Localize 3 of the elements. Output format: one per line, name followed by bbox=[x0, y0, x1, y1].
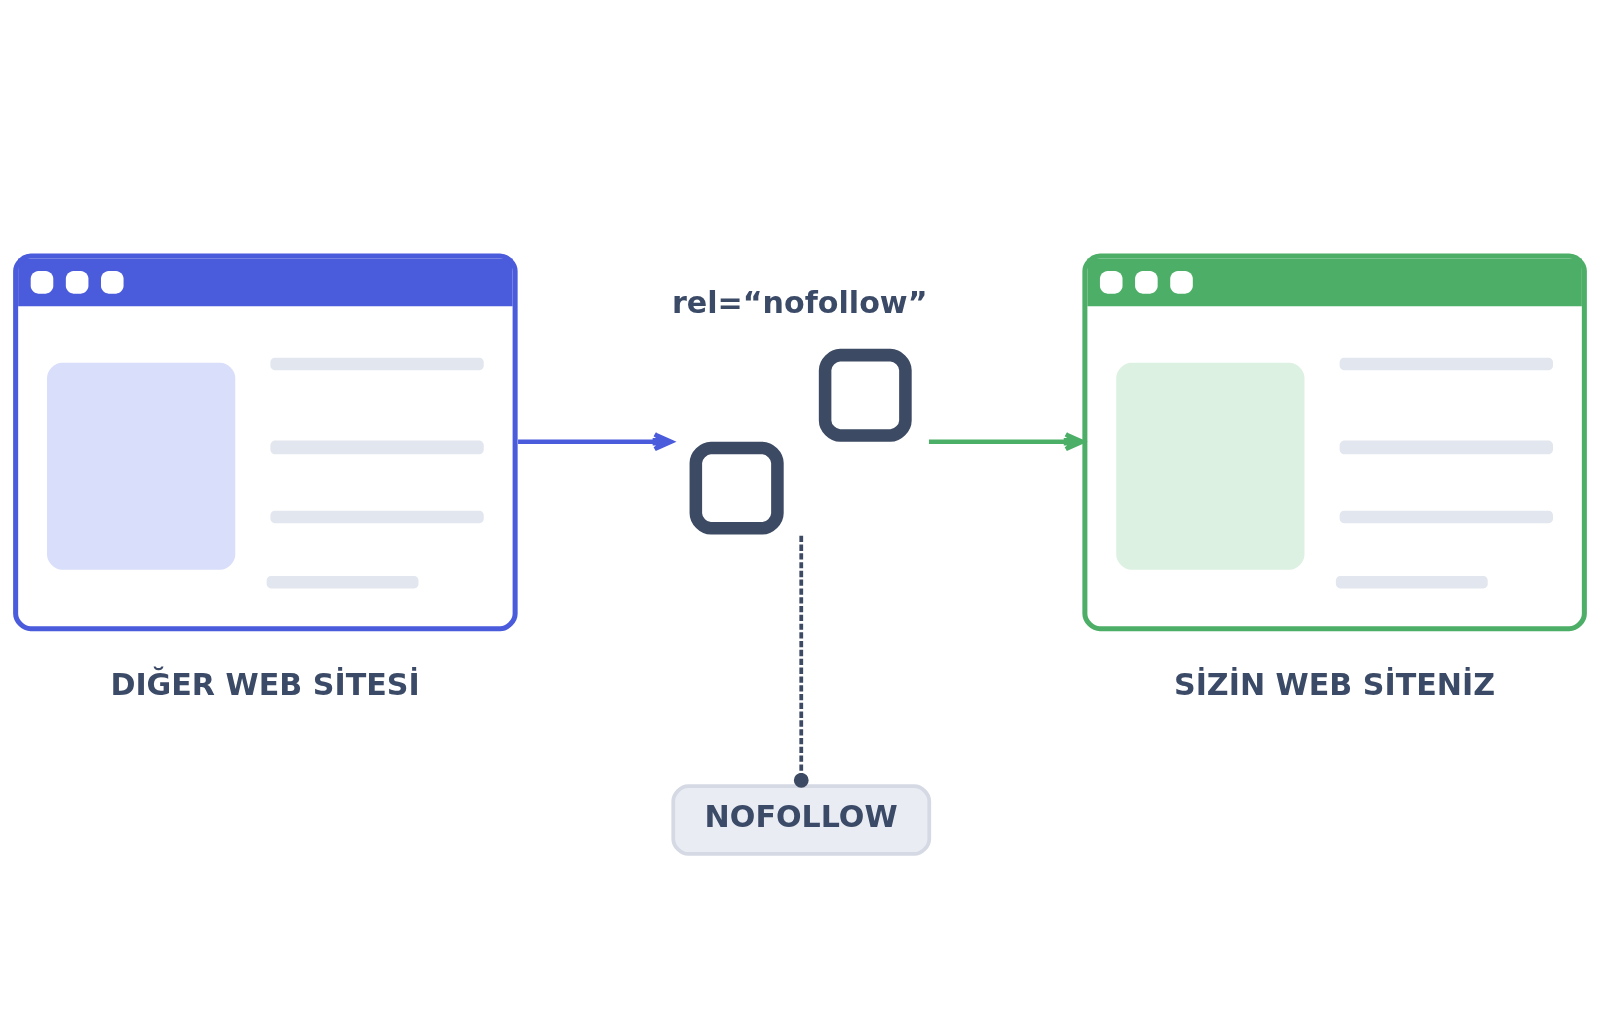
node-label: DIĞER WEB SİTESİ bbox=[110, 667, 420, 703]
node-label: SİZİN WEB SİTENİZ bbox=[1173, 667, 1496, 703]
node-label: rel=“nofollow” bbox=[671, 284, 928, 320]
